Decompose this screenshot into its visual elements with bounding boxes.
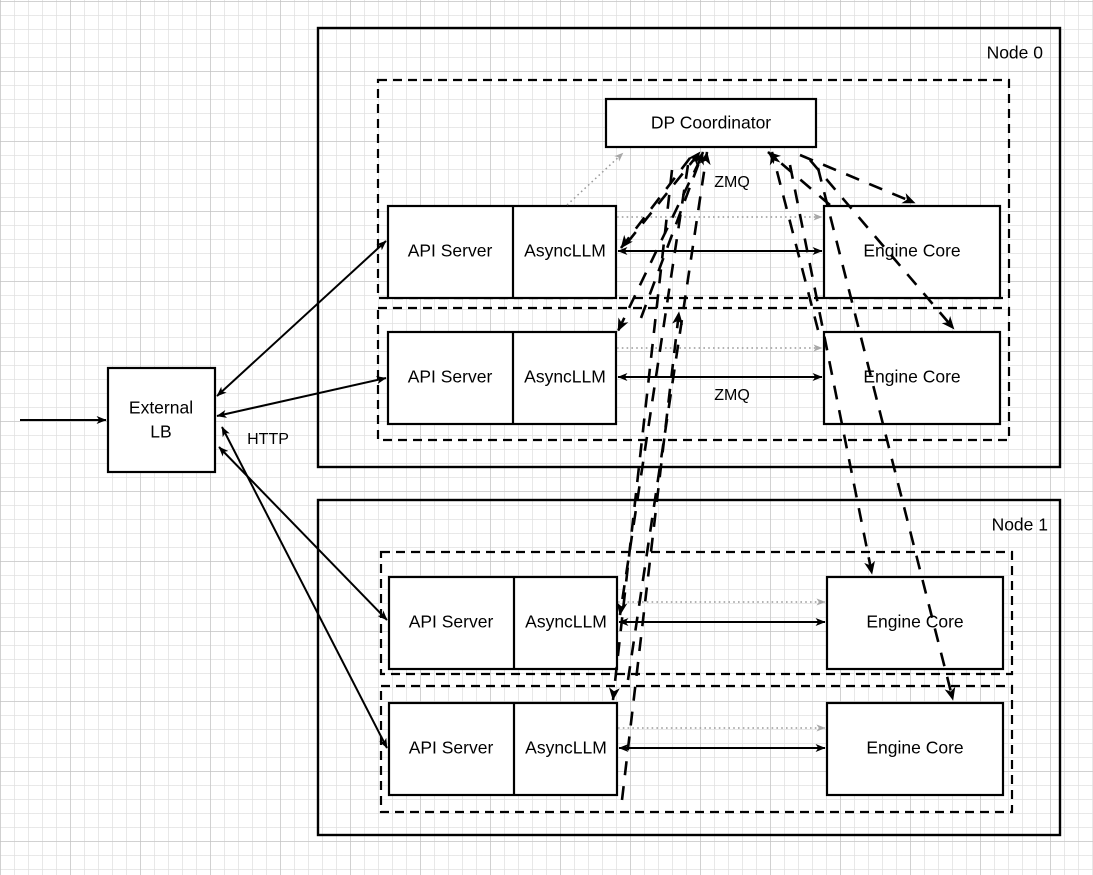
node-0-dp-1-frontend-box[interactable] [386,330,618,426]
node-1-dp-group-1 [379,684,1014,814]
node-1-dp-0-api-server-label: API Server [409,612,494,632]
node-1-dp-0-async-to-coordinator-dashed [626,151,711,681]
lb-to-node1-dp1-api-link [221,426,388,749]
dp-coordinator-box[interactable] [604,97,818,149]
coordinator-to-node-0-dp-0-engine-dashed [799,153,916,205]
node-0-dp-0-frontend-box[interactable] [386,204,618,300]
node-1-dp-1-engine-core-label: Engine Core [866,738,963,758]
node-0-dp-1-async-llm-label: AsyncLLM [524,367,606,387]
node-0-dp-0-async-to-coordinator-dashed [625,151,702,244]
external-lb-label-line2: LB [150,422,171,442]
node-0-dp-0-async-to-coordinator-dotted [566,152,624,206]
node-1-dp-0-frontend-box[interactable] [387,575,619,671]
node-1-dp-1-async-llm-label: AsyncLLM [525,738,607,758]
dp-coordinator-label: DP Coordinator [651,113,771,133]
node-1-dp-1-engine-core-box[interactable] [825,701,1005,797]
node-1-dp-0-engine-core-box[interactable] [825,575,1005,671]
node-0-label: Node 0 [987,43,1044,63]
node-1-dp-1-api-server-label: API Server [409,738,494,758]
node-1-dp-0-engine-core-label: Engine Core [866,612,963,632]
node-1-dp-0-async-llm-label: AsyncLLM [525,612,607,632]
coordinator-to-node-1-dp-1-async-dashed [608,169,674,701]
lb-to-node0-dp1-api-link [216,376,387,418]
lb-to-node0-dp0-api-link [216,240,387,397]
node-0-dp-0-async-llm-label: AsyncLLM [524,241,606,261]
node-0-dp-1-engine-core-box[interactable] [822,330,1002,426]
external-lb-label-line1: External [129,398,193,418]
coordinator-to-node-0-dp-1-async-dashed [616,159,702,332]
node-1-label: Node 1 [992,515,1048,535]
coordinator-to-node-0-dp-1-engine-dashed [809,159,955,330]
node-0-dp-1-engine-core-label: Engine Core [863,367,960,387]
zmq-label-top: ZMQ [714,174,750,191]
node-0-dp-0-engine-core-box[interactable] [822,204,1002,300]
node-0-dp-1-async-to-coordinator-dashed [639,151,705,319]
node-0-dp-0-engine-core-label: Engine Core [863,241,960,261]
coordinator-to-node-1-dp-0-engine-dashed [788,164,875,575]
zmq-label-mid: ZMQ [714,387,750,404]
lb-to-node1-dp0-api-link [218,446,388,621]
node-0-dp-0-engine-to-coordinator-dashed [767,151,831,206]
node-0-dp-1-engine-to-coordinator-dashed [769,151,820,331]
node-1-dp-1-async-to-coordinator-dashed [620,311,684,801]
http-label: HTTP [247,431,289,448]
coordinator-to-node-1-dp-1-engine-dashed [816,167,956,701]
node-0-dp-0-api-server-label: API Server [408,241,493,261]
coordinator-to-node-0-dp-0-async-dashed [619,157,692,249]
node-0-dp-group-0 [376,78,1011,300]
node-1-dp-1-frontend-box[interactable] [387,701,619,797]
coordinator-to-node-1-dp-0-async-dashed [616,164,690,616]
external-lb-box[interactable] [106,366,217,474]
node-0-dp-1-api-server-label: API Server [408,367,493,387]
